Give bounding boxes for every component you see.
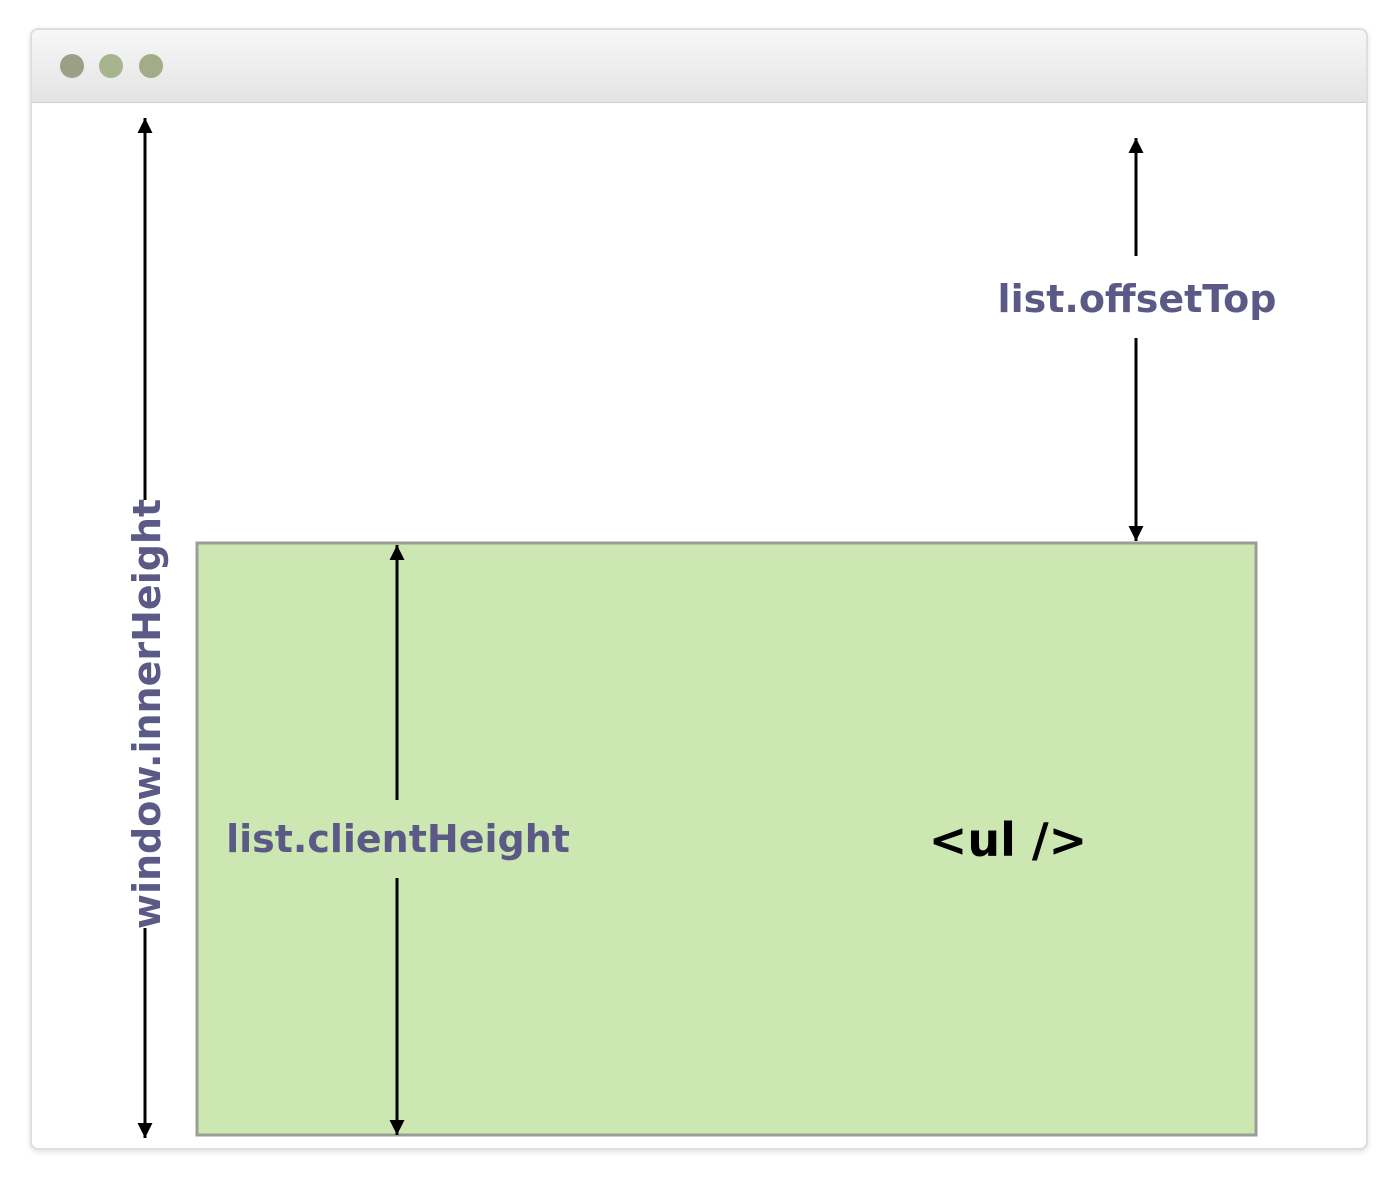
window-titlebar [32,30,1366,103]
ul-tag-label: <ul /> [929,813,1087,867]
window-control-dot[interactable] [99,54,123,78]
offset-top-label: list.offsetTop [998,277,1277,321]
window-control-dot[interactable] [60,54,84,78]
window-control-dot[interactable] [139,54,163,78]
client-height-label: list.clientHeight [226,817,570,861]
ul-list-box [195,541,1258,1137]
window-inner-height-label: window.innerHeight [125,499,169,929]
